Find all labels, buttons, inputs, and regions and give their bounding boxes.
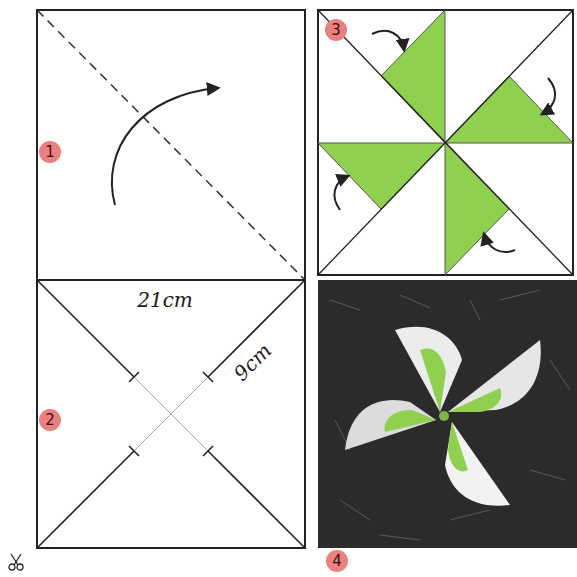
panel-frame (318, 10, 573, 275)
tick-marks (129, 372, 213, 456)
cut-line (208, 451, 305, 548)
callout-number: 3 (331, 23, 341, 38)
scissors-icon (9, 554, 23, 570)
callout-circle (39, 141, 61, 163)
grass-texture (330, 290, 570, 540)
dimension-label: 9cm (230, 340, 274, 384)
fold-line (134, 377, 208, 451)
callout-circle (326, 550, 348, 572)
fold-line (37, 10, 305, 280)
photo-ground (318, 280, 577, 548)
fold-line (134, 377, 208, 451)
fold-arrow (112, 88, 218, 205)
callout-circle (39, 409, 61, 431)
fold-line (318, 10, 573, 275)
callout-number: 2 (45, 413, 55, 428)
callout-number: 1 (45, 145, 55, 160)
fold-line (318, 10, 573, 275)
fold-arrows (334, 31, 555, 252)
pinwheel-flaps (318, 10, 573, 275)
dimension-label: 21cm (137, 290, 193, 310)
callout-circle (325, 19, 347, 41)
panel-frame (37, 280, 305, 548)
panel-frame (37, 10, 305, 280)
cut-line (37, 280, 134, 377)
pinwheel-photo (345, 327, 541, 506)
callout-number: 4 (332, 554, 342, 569)
cut-line (37, 451, 134, 548)
